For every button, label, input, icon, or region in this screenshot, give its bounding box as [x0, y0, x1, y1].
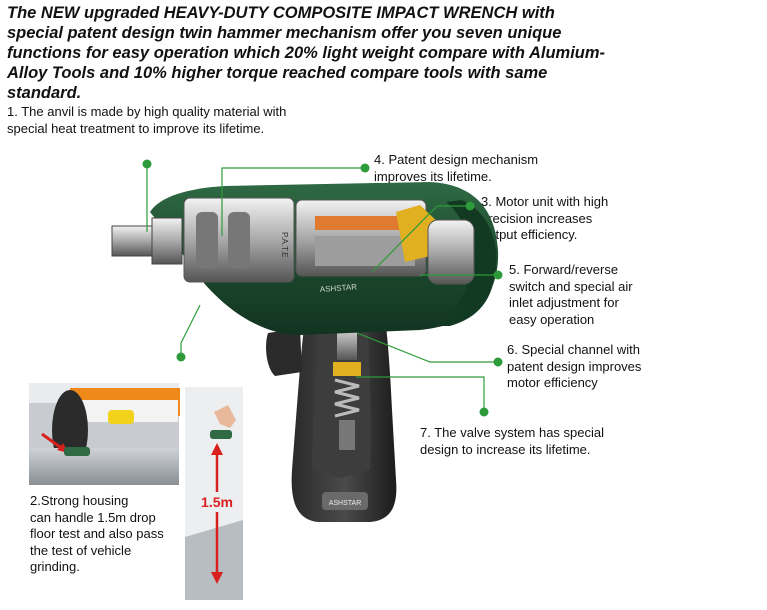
- feature-7-text: 7. The valve system has special design t…: [420, 425, 605, 457]
- headline: The NEW upgraded HEAVY-DUTY COMPOSITE IM…: [7, 4, 606, 102]
- feature-1-text: 1. The anvil is made by high quality mat…: [7, 104, 287, 136]
- hand: [214, 405, 236, 428]
- callout-lines: [146, 164, 498, 412]
- feature-4-text: 4. Patent design mechanism improves its …: [374, 152, 539, 184]
- vehicle-grinding-photo: [29, 383, 180, 485]
- anvil: [111, 217, 183, 265]
- callout-4-marker: [360, 163, 370, 173]
- feature-2-text: 2.Strong housing can handle 1.5m drop fl…: [30, 493, 164, 574]
- callout-3-marker: [465, 201, 475, 211]
- callout-markers: [142, 159, 503, 417]
- drop-height-label: 1.5m: [201, 494, 233, 510]
- rear-cap: [427, 219, 475, 285]
- grip-brand-text: ASHSTAR: [329, 500, 362, 507]
- dropped-tool: [210, 430, 232, 439]
- callout-5-marker: [493, 270, 503, 280]
- callout-6-marker: [493, 357, 503, 367]
- feature-3-text: 3. Motor unit with high precision increa…: [481, 194, 609, 242]
- feature-6-text: 6. Special channel with patent design im…: [507, 342, 642, 390]
- motor-unit: ASHSTAR: [295, 199, 427, 294]
- drop-test-photo: 1.5m: [185, 387, 243, 600]
- callout-7-marker: [479, 407, 489, 417]
- hammer-case-text: P.A.T.E: [280, 232, 289, 258]
- callout-2-marker: [176, 352, 186, 362]
- grip-badge: [322, 492, 368, 510]
- trigger: [266, 328, 302, 376]
- hammer-mechanism: P.A.T.E: [183, 197, 295, 283]
- body-brand-text: ASHSTAR: [320, 282, 358, 294]
- callout-1-marker: [142, 159, 152, 169]
- truck-headlight: [108, 410, 134, 424]
- feature-5-text: 5. Forward/reverse switch and special ai…: [509, 262, 633, 327]
- tool-under-tire: [64, 447, 90, 456]
